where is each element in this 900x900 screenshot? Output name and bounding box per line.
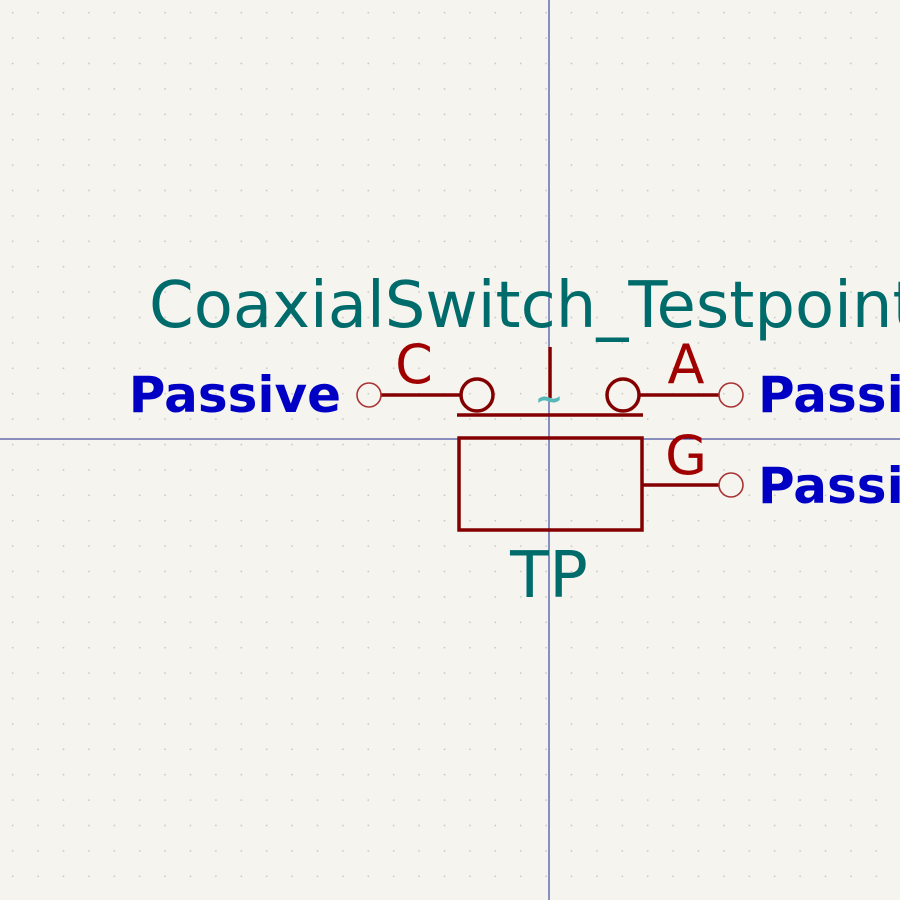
unit-marker: ~ [535, 379, 564, 419]
pin-g[interactable] [642, 472, 744, 498]
pin-g-label: G [665, 424, 707, 487]
pin-g-electrical-type: Passive [758, 457, 900, 515]
pin-c[interactable] [356, 382, 461, 408]
pin-c-label: C [395, 333, 433, 396]
pin-c-electrical-type: Passive [129, 366, 341, 424]
pin-a[interactable] [639, 382, 744, 408]
pin-a-electrical-type: Passive [758, 366, 900, 424]
pin-c-endpoint[interactable] [356, 382, 382, 408]
pin-a-endpoint[interactable] [718, 382, 744, 408]
pin-g-endpoint[interactable] [718, 472, 744, 498]
symbol-name-field[interactable]: CoaxialSwitch_Testpoint [149, 269, 900, 343]
reference-field[interactable]: TP [509, 539, 588, 613]
pin-a-label: A [668, 333, 705, 396]
